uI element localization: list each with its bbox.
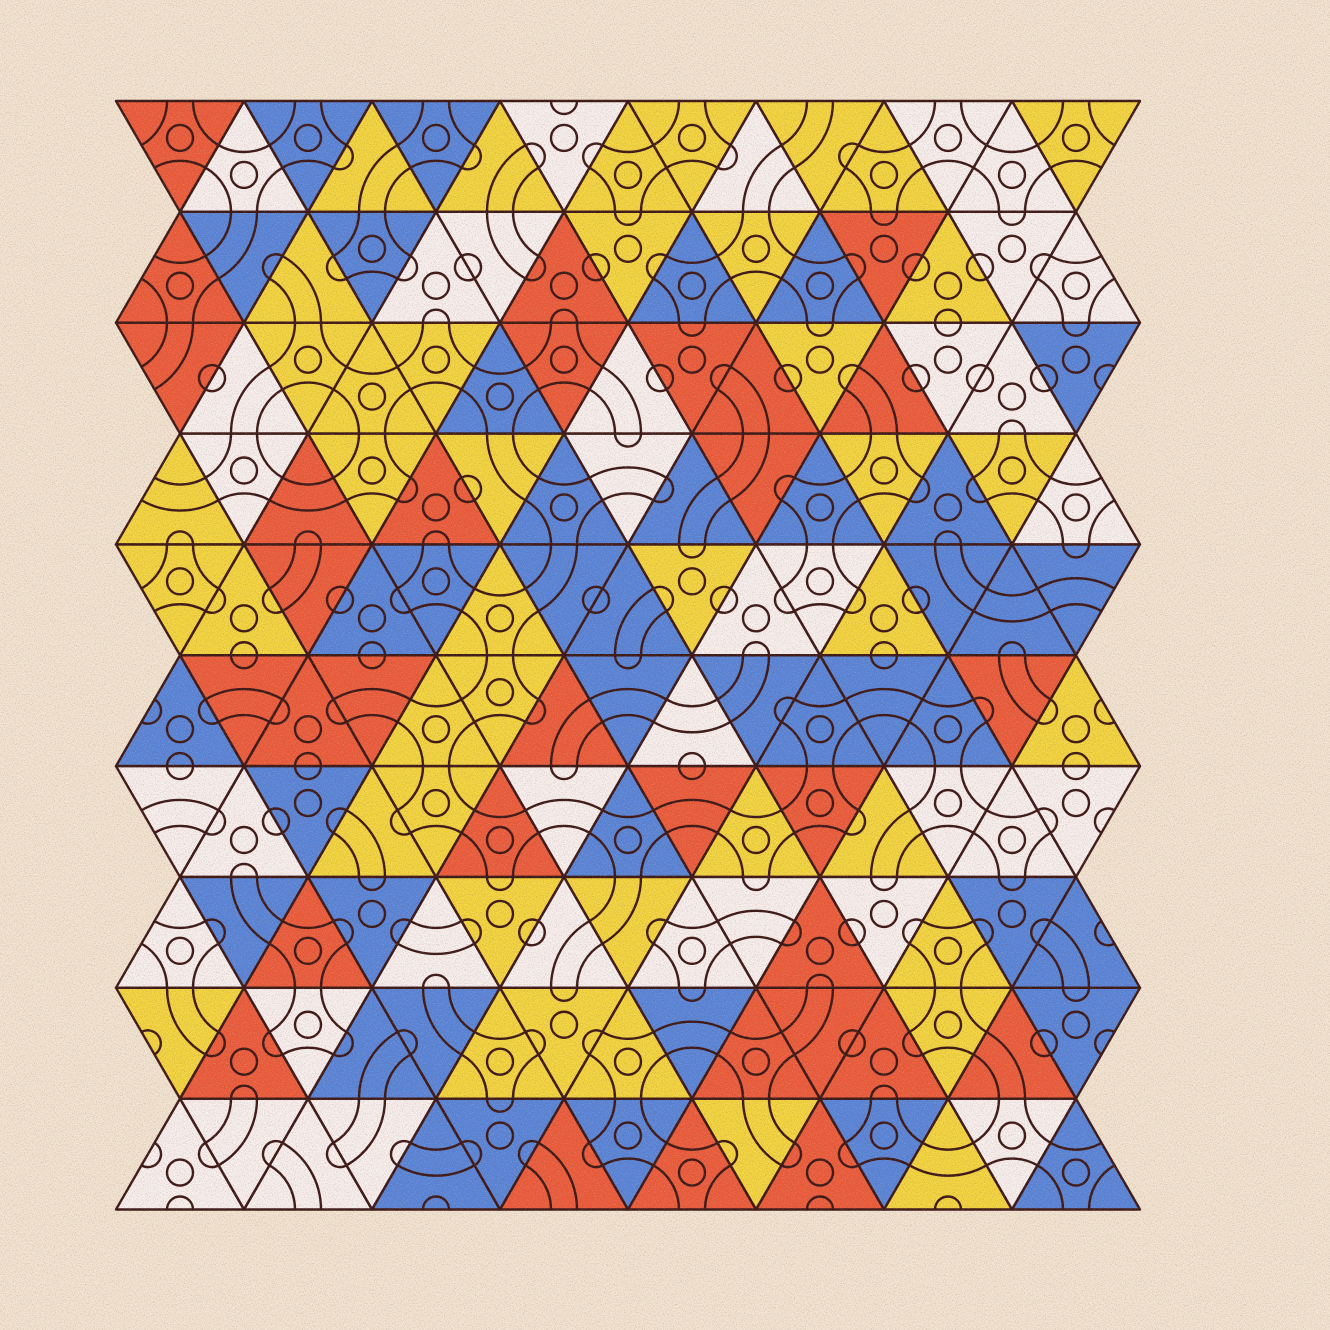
triangle-tiling-artwork — [0, 0, 1330, 1330]
